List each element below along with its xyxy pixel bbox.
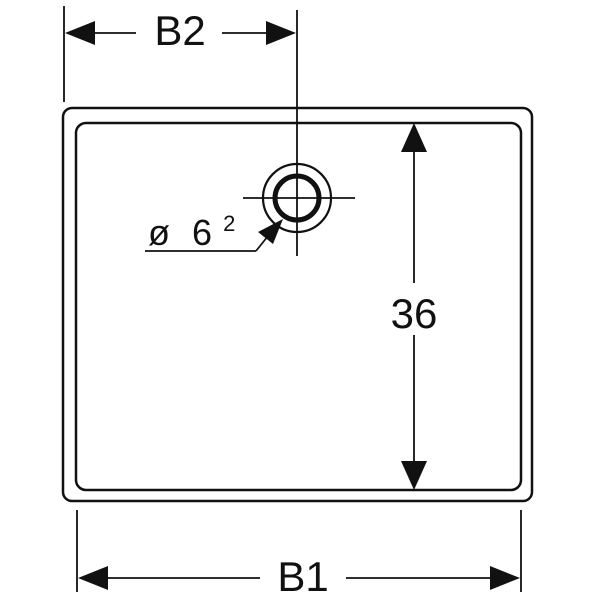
arrowhead-36-bottom — [401, 461, 427, 490]
dimension-label-b2: B2 — [154, 7, 205, 54]
arrowhead-36-top — [401, 123, 427, 152]
dimension-label-36: 36 — [391, 290, 438, 337]
drain-outer-ring — [261, 162, 333, 234]
dimension-36: 36 — [384, 123, 444, 490]
arrowhead-b1-left — [78, 566, 108, 590]
arrowhead-b1-right — [490, 566, 520, 590]
drain-inner-ring — [272, 173, 322, 223]
drain-diameter-label: ø 6 2 — [148, 211, 235, 253]
dimension-label-b1: B1 — [277, 553, 328, 600]
drain-leader-diagonal — [255, 235, 269, 252]
drain-diameter-value: 6 — [192, 212, 212, 253]
basin-inner-outline — [74, 121, 523, 492]
arrowhead-b2-right — [266, 21, 296, 45]
drain-leader-arrowhead — [258, 219, 283, 244]
drain-diameter-callout: ø 6 2 — [145, 211, 283, 253]
drain-symbol — [243, 140, 355, 256]
dimension-b1: B1 — [76, 510, 522, 600]
dimension-b2: B2 — [63, 6, 298, 140]
drain-diameter-superscript: 2 — [223, 211, 235, 236]
arrowhead-b2-left — [65, 21, 95, 45]
diameter-symbol: ø — [148, 212, 170, 253]
